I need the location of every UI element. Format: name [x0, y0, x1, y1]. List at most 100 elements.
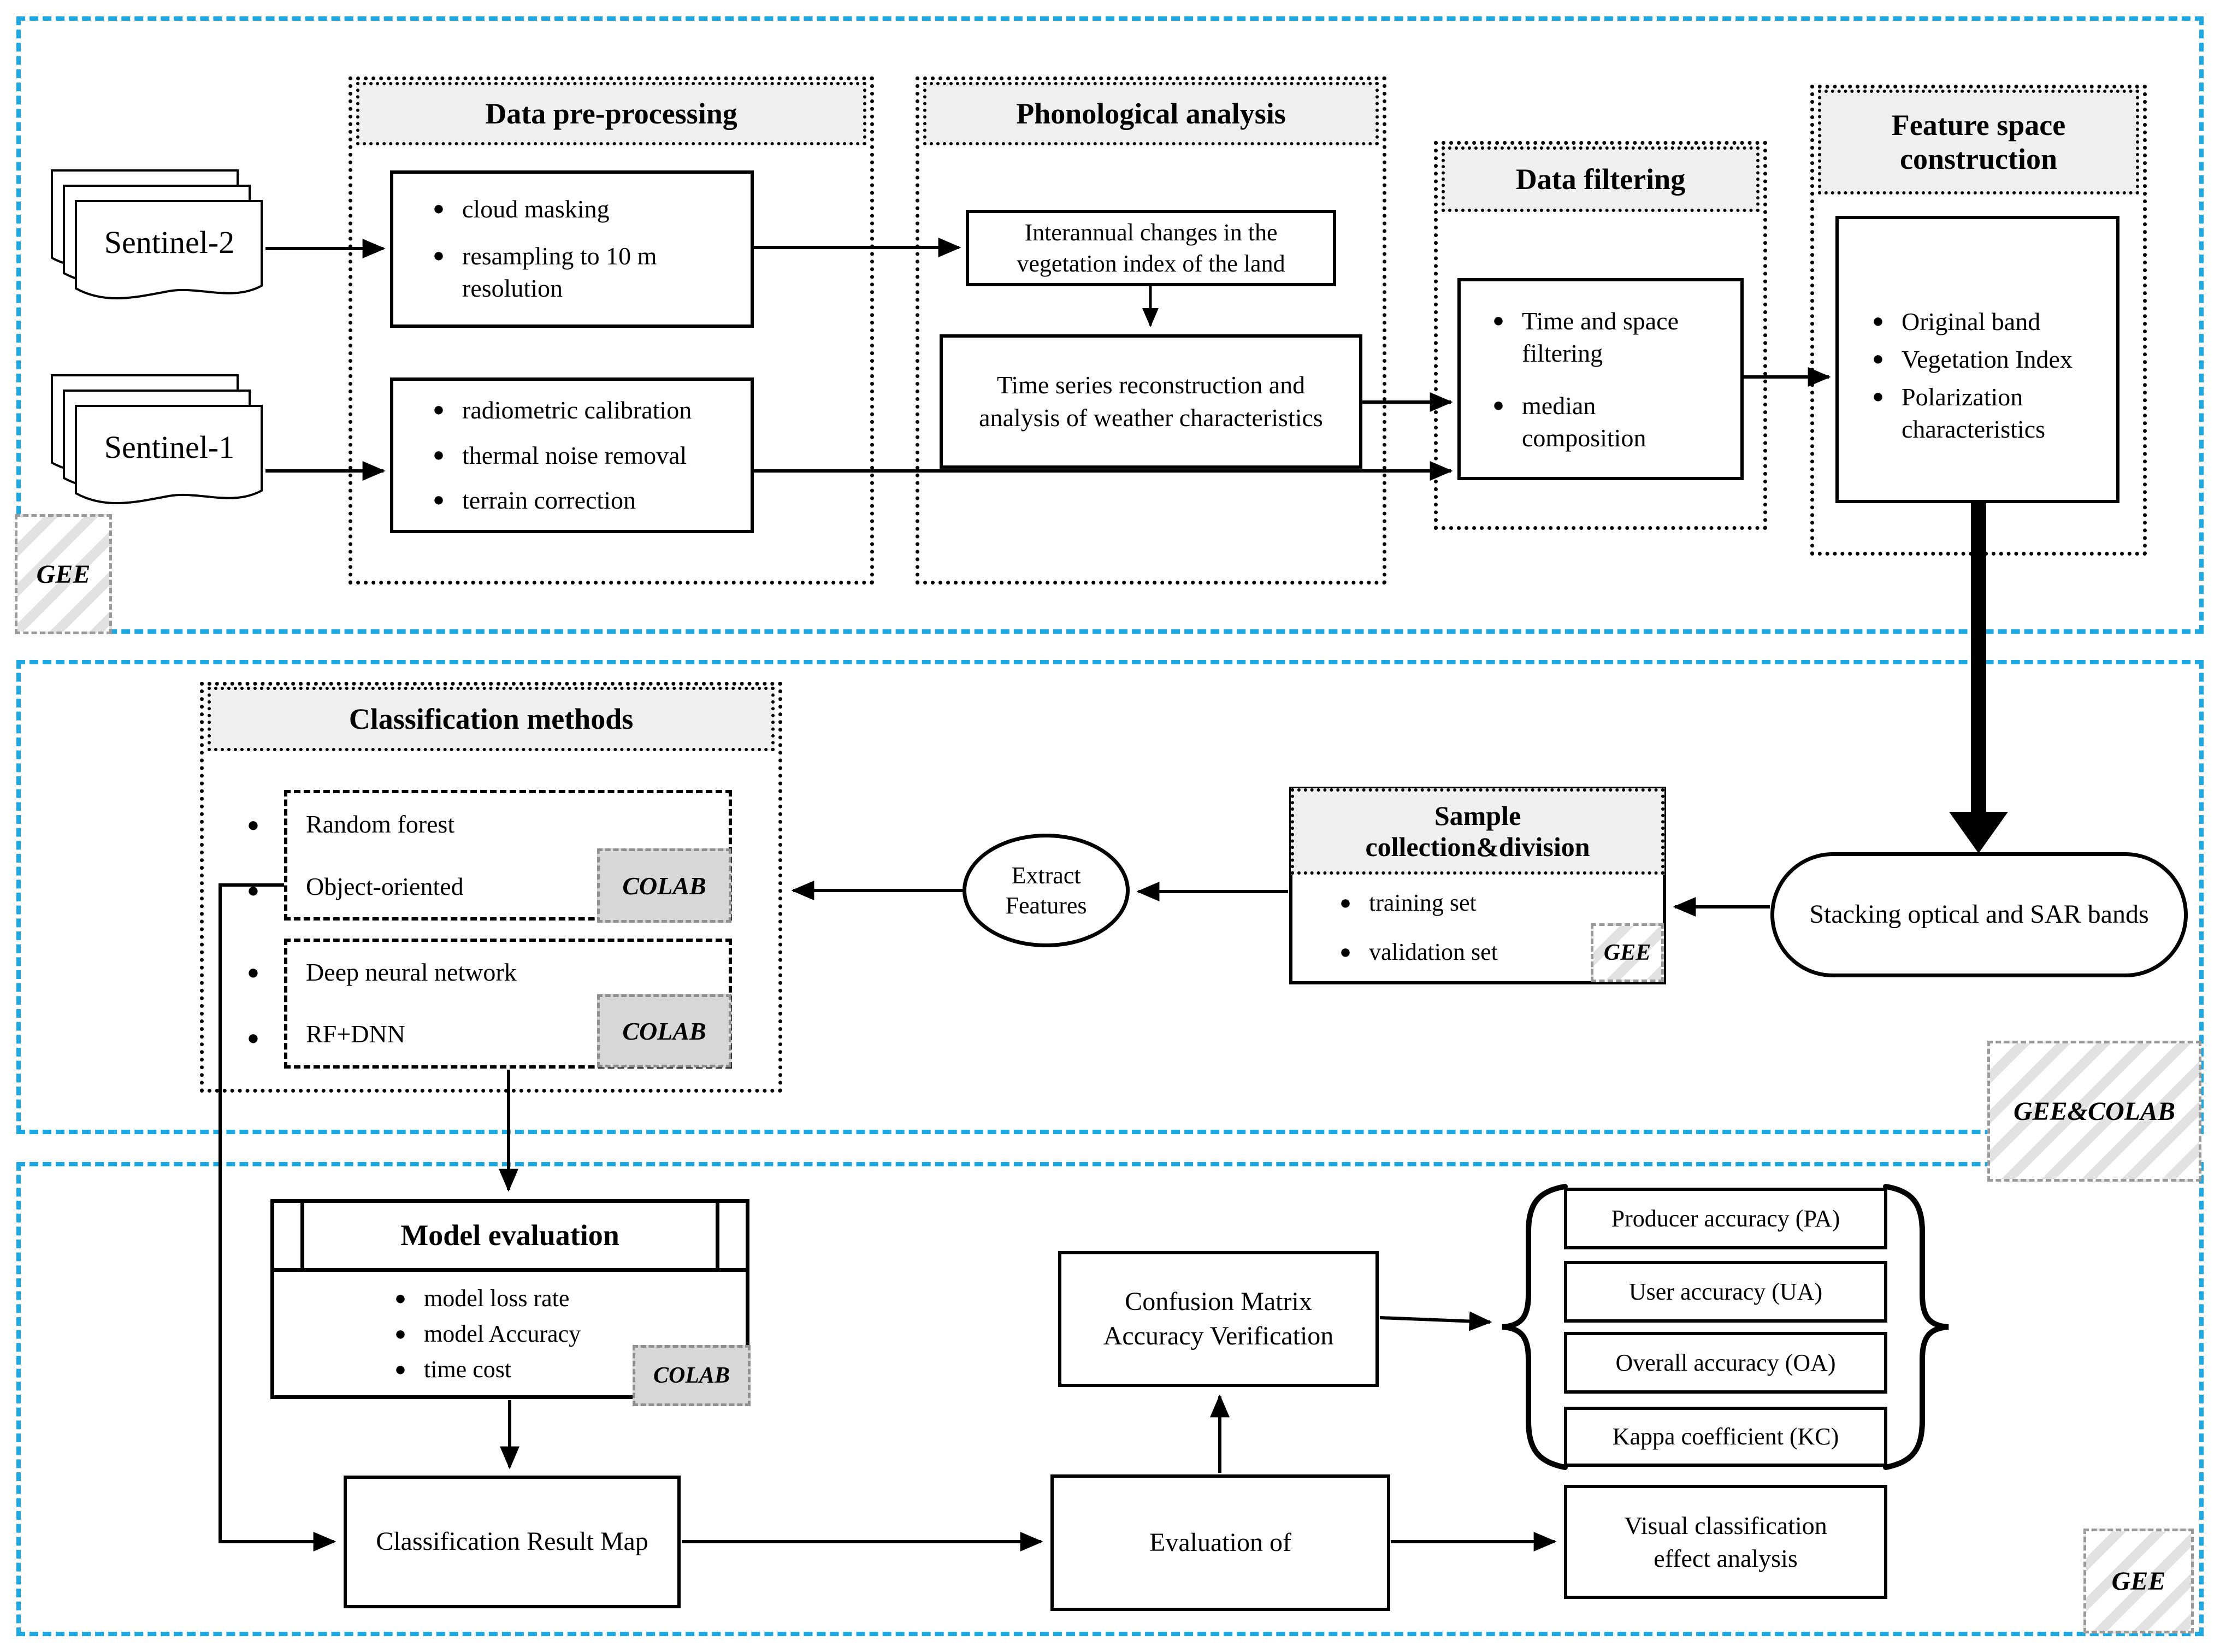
list-item: Random forest — [306, 810, 455, 838]
model-evaluation-sidebar-right — [716, 1203, 719, 1272]
gee-tool-label: GEE — [36, 559, 91, 589]
gee-tool-badge-top: GEE — [15, 514, 112, 634]
classification-section — [200, 682, 782, 1093]
bullet-icon: ● — [433, 244, 445, 267]
sample-title: Sample collection&division — [1291, 788, 1664, 875]
filtering-list: ●Time and space filtering ●median compos… — [1475, 295, 1726, 464]
stacking-box: Stacking optical and SAR bands — [1770, 852, 2188, 977]
colab-tool-label: COLAB — [622, 1017, 706, 1045]
bullet-icon: ● — [1339, 891, 1351, 913]
gee-colab-tool-badge: GEE&COLAB — [1987, 1041, 2201, 1182]
bullet-icon: ● — [1872, 310, 1884, 332]
bullet-icon: ● — [433, 398, 445, 420]
list-item: ●terrain correction — [415, 485, 743, 517]
gee-tool-label: GEE — [2111, 1566, 2166, 1596]
metrics-left-brace — [1502, 1184, 1568, 1470]
list-item: Object-oriented — [306, 872, 464, 900]
metric-box-kc: Kappa coefficient (KC) — [1564, 1407, 1887, 1467]
gee-tool-label: GEE — [1603, 940, 1651, 965]
metric-box-oa: Overall accuracy (OA) — [1564, 1332, 1887, 1394]
sentinel1-doc-stack-icon — [51, 374, 263, 505]
list-item: ●resampling to 10 m resolution — [415, 240, 737, 305]
filtering-section — [1434, 141, 1767, 530]
filtering-title: Data filtering — [1442, 146, 1760, 212]
bullet-icon: ● — [1872, 347, 1884, 369]
colab-tool-badge-2: COLAB — [597, 994, 731, 1067]
band-gee-top — [16, 16, 2204, 634]
feature-space-title: Feature space construction — [1818, 90, 2139, 194]
list-item: ●Vegetation Index — [1855, 344, 2100, 376]
phenology-section — [916, 76, 1386, 585]
band-gee-bottom — [16, 1162, 2204, 1636]
extract-features-ellipse: Extract Features — [963, 834, 1130, 947]
preprocessing-title: Data pre-processing — [356, 82, 866, 145]
metric-box-pa: Producer accuracy (PA) — [1564, 1188, 1887, 1249]
list-item: ●training set — [1322, 888, 1606, 918]
preprocessing-s2-list: ●cloud masking ●resampling to 10 m resol… — [415, 186, 737, 312]
arrow-classification-to-crm — [219, 883, 336, 1551]
bullet-icon: ● — [394, 1322, 406, 1344]
band-gee-colab — [16, 660, 2204, 1134]
bullet-icon: ● — [1339, 940, 1351, 963]
sentinel2-doc-stack-icon — [51, 169, 263, 300]
classification-result-map-box: Classification Result Map — [344, 1476, 681, 1608]
bullet-icon: ● — [433, 197, 445, 219]
evaluation-box: Evaluation of — [1050, 1474, 1390, 1611]
preprocessing-s2-box — [390, 170, 754, 328]
bullet-icon: ● — [1492, 393, 1504, 416]
confusion-matrix-box: Confusion Matrix Accuracy Verification — [1058, 1251, 1379, 1387]
visual-analysis-box: Visual classification effect analysis — [1564, 1485, 1887, 1599]
bullet-icon: ● — [247, 1026, 259, 1049]
list-item: ●time cost — [377, 1354, 683, 1385]
gee-tool-badge-sample: GEE — [1591, 923, 1664, 982]
list-item: ●model loss rate — [377, 1283, 683, 1314]
classification-group1-list: Random forest Object-oriented — [306, 793, 590, 918]
list-item: ●Polarization characteristics — [1855, 381, 2100, 446]
feature-space-section — [1810, 85, 2147, 556]
list-item: ●Time and space filtering — [1475, 305, 1726, 370]
model-evaluation-title-bar: Model evaluation — [274, 1203, 746, 1272]
bullet-icon: ● — [394, 1358, 406, 1380]
colab-tool-label: COLAB — [622, 871, 706, 900]
bullet-icon: ● — [247, 879, 259, 902]
bullet-icon: ● — [247, 813, 259, 836]
classification-group2-list: Deep neural network RF+DNN — [306, 942, 590, 1065]
metric-box-ua: User accuracy (UA) — [1564, 1261, 1887, 1323]
sentinel2-label: Sentinel-2 — [104, 224, 235, 260]
bullet-icon: ● — [1492, 309, 1504, 331]
bullet-icon: ● — [433, 443, 445, 465]
list-item: ●radiometric calibration — [415, 394, 743, 427]
model-evaluation-list: ●model loss rate ●model Accuracy ●time c… — [377, 1281, 683, 1388]
list-item: ●median composition — [1475, 390, 1726, 455]
classification-title: Classification methods — [208, 687, 775, 751]
preprocessing-s1-list: ●radiometric calibration ●thermal noise … — [415, 388, 743, 523]
list-item: RF+DNN — [306, 1020, 405, 1048]
list-item: ●validation set — [1322, 937, 1606, 967]
colab-tool-label: COLAB — [653, 1363, 730, 1388]
feature-space-list: ●Original band ●Vegetation Index ●Polari… — [1855, 306, 2100, 470]
colab-tool-badge-3: COLAB — [633, 1345, 751, 1406]
list-item: ●Original band — [1855, 306, 2100, 338]
colab-tool-badge-1: COLAB — [597, 848, 731, 923]
sentinel1-label: Sentinel-1 — [104, 429, 235, 465]
bullet-icon: ● — [247, 961, 259, 984]
bullet-icon: ● — [394, 1287, 406, 1309]
metrics-right-brace — [1883, 1184, 1949, 1470]
gee-tool-badge-bottom: GEE — [2083, 1529, 2194, 1633]
model-evaluation-sidebar-left — [300, 1203, 304, 1272]
bullet-icon: ● — [1872, 385, 1884, 407]
list-item: Deep neural network — [306, 958, 517, 987]
arrow-confusion-to-metrics — [1379, 1311, 1492, 1331]
gee-colab-tool-label: GEE&COLAB — [2013, 1096, 2176, 1126]
preprocessing-s1-box — [390, 377, 754, 533]
feature-space-box — [1835, 216, 2119, 503]
filtering-box — [1457, 278, 1744, 480]
timeseries-reconstruction-box: Time series reconstruction and analysis … — [940, 334, 1362, 469]
preprocessing-section — [349, 76, 874, 585]
sample-list: ●training set ●validation set — [1322, 878, 1606, 977]
phenology-title: Phonological analysis — [923, 82, 1379, 145]
list-item: ●thermal noise removal — [415, 440, 743, 472]
list-item: ●cloud masking — [415, 193, 737, 226]
